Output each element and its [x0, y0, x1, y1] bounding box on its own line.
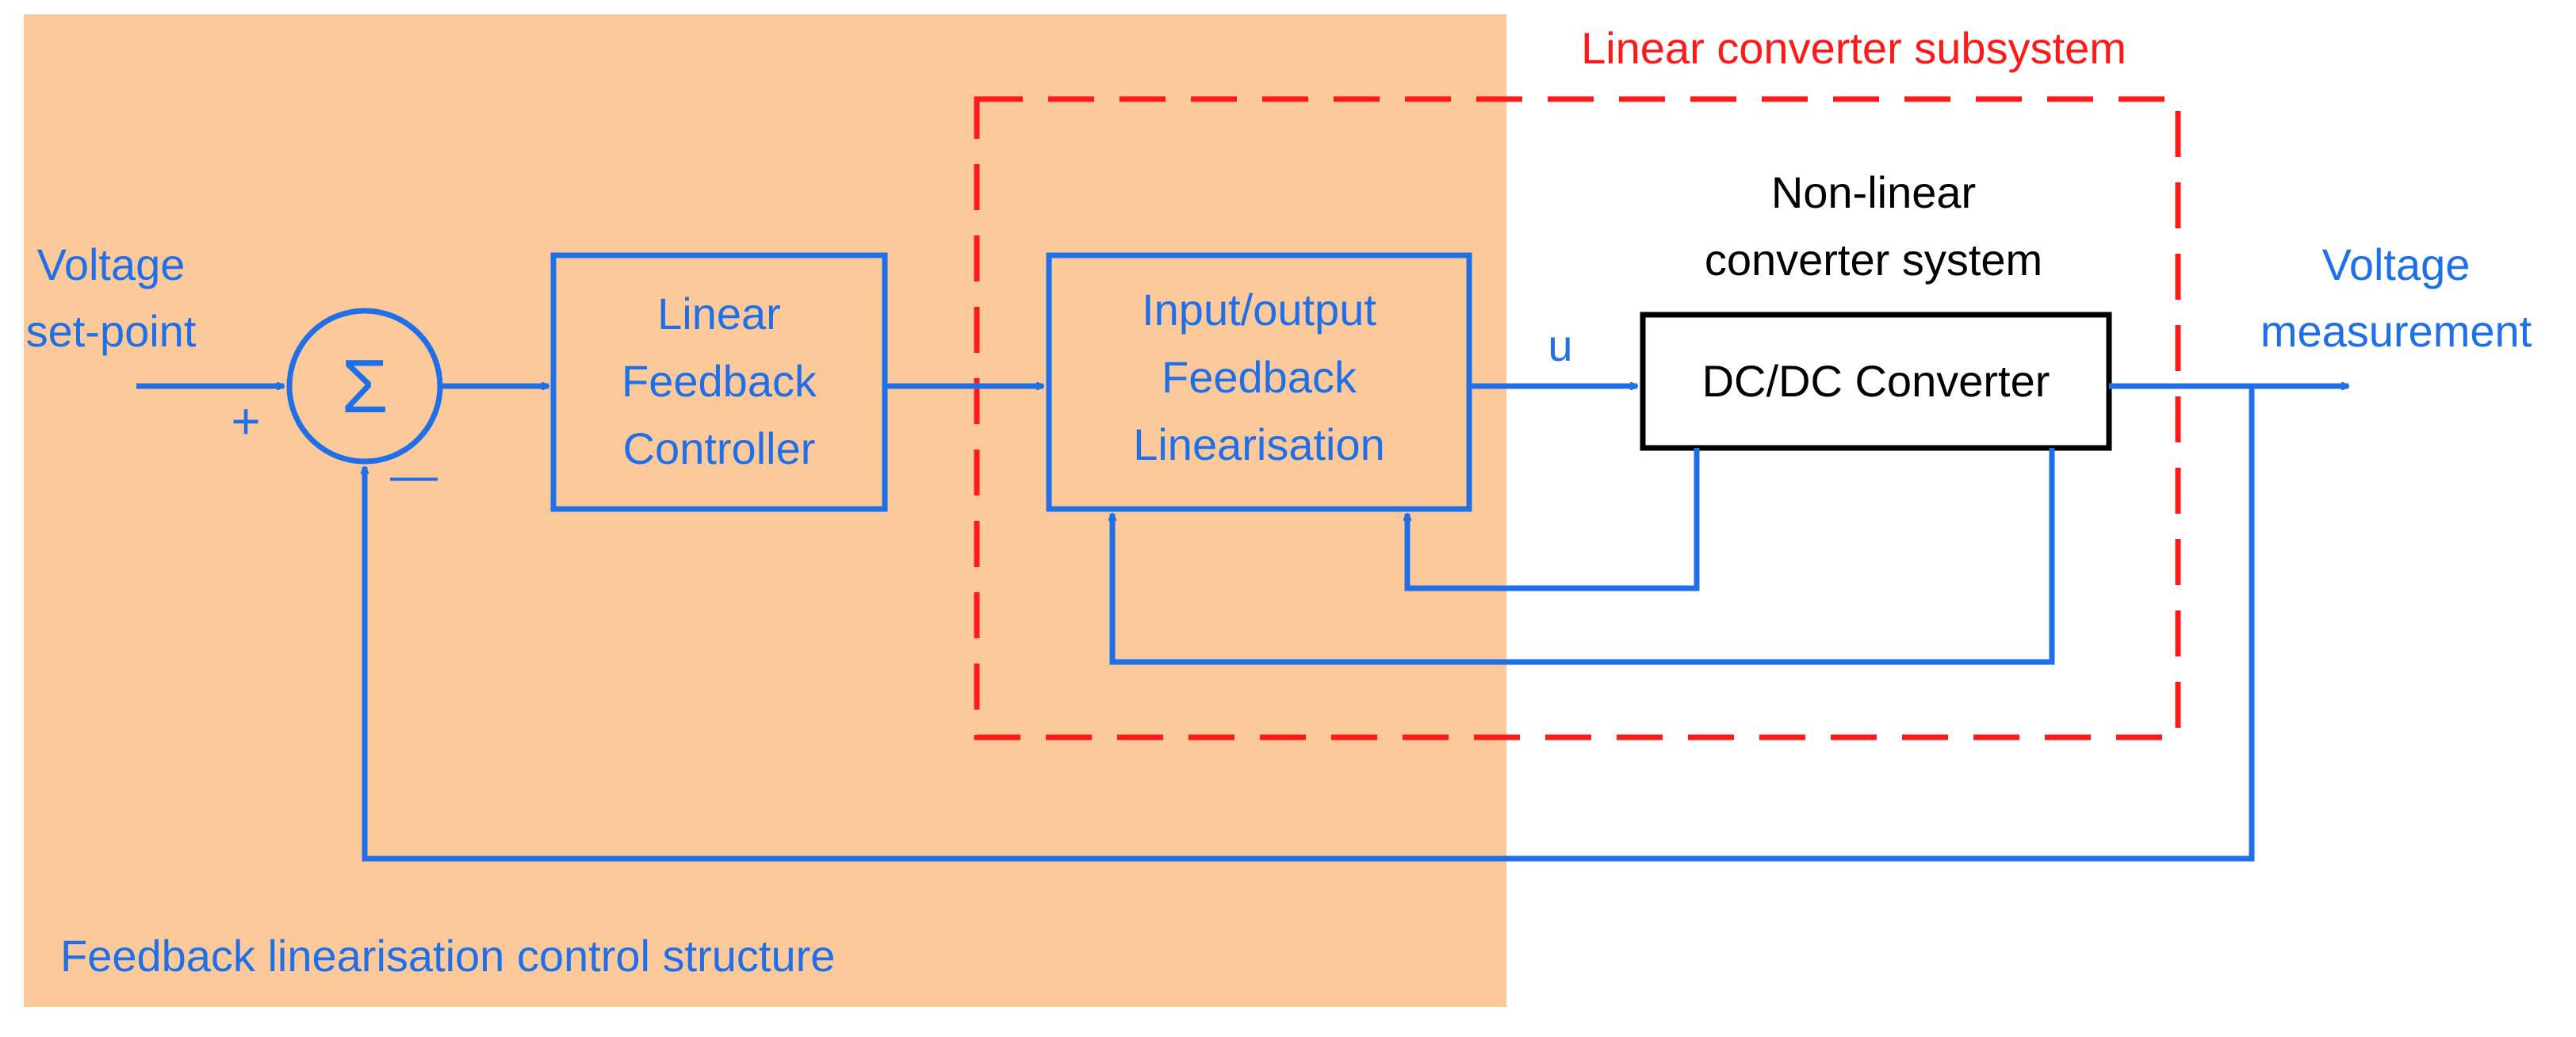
- signal-u-label: u: [1548, 320, 1572, 370]
- nonlinear-system-title-line2: converter system: [1705, 235, 2042, 285]
- controller-label-line1: Linear: [657, 289, 781, 339]
- voltage-feedback-loop: [365, 386, 2255, 862]
- dc-dc-converter-block: [1640, 312, 2112, 451]
- linearisation-label-line3: Linearisation: [1133, 419, 1385, 469]
- nonlinear-system-title-line1: Non-linear: [1771, 167, 1976, 217]
- subsystem-title: Linear converter subsystem: [1581, 23, 2126, 73]
- linearisation-label-line1: Input/output: [1142, 285, 1376, 335]
- feedback-linearisation-block: [1046, 252, 1472, 512]
- linear-subsystem-boundary: [974, 96, 2181, 740]
- output-label-line1: Voltage: [2322, 239, 2471, 289]
- state-feedback-outer: [1112, 448, 2055, 665]
- minus-sign: —: [390, 449, 438, 502]
- state-feedback-inner: [1407, 448, 1700, 591]
- plus-sign: +: [231, 392, 260, 450]
- converter-label: DC/DC Converter: [1702, 356, 2050, 406]
- controller-label-line3: Controller: [623, 423, 816, 473]
- input-label-line2: set-point: [26, 306, 197, 356]
- controller-label-line2: Feedback: [622, 356, 817, 406]
- linear-feedback-controller-block: [550, 252, 888, 512]
- structure-caption: Feedback linearisation control structure: [60, 931, 835, 981]
- output-label-line2: measurement: [2260, 306, 2532, 356]
- linearisation-label-line2: Feedback: [1162, 352, 1357, 402]
- input-label-line1: Voltage: [37, 239, 186, 289]
- sum-symbol: Σ: [341, 344, 388, 429]
